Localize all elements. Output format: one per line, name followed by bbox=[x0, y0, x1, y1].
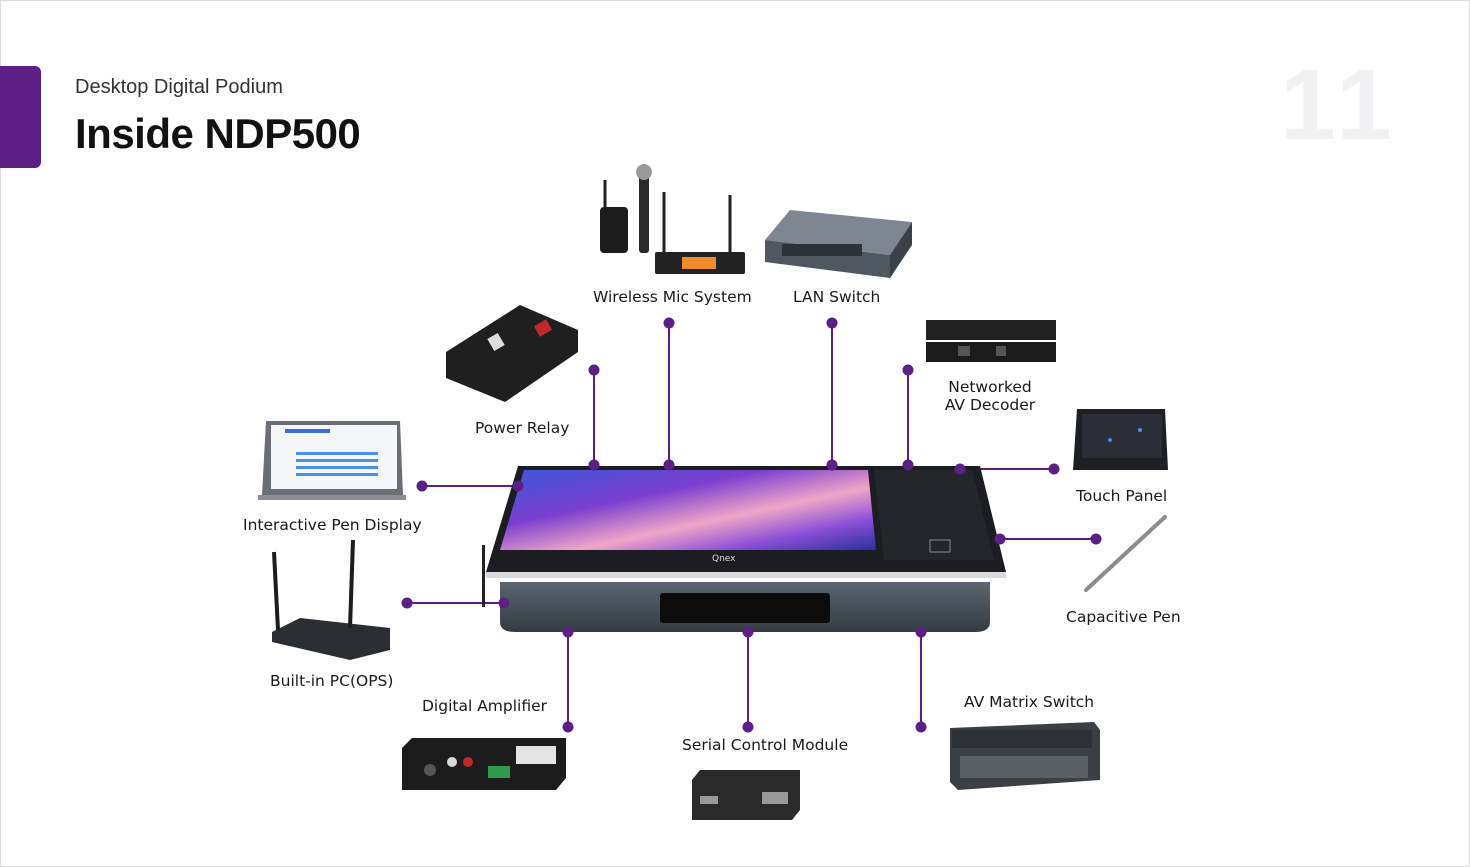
label-digital-amplifier: Digital Amplifier bbox=[422, 697, 548, 715]
label-touch-panel: Touch Panel bbox=[1076, 487, 1168, 505]
podium-base bbox=[482, 545, 990, 632]
label-pen-display: Interactive Pen Display bbox=[243, 516, 422, 534]
label-av-decoder-line2: AV Decoder bbox=[944, 396, 1036, 414]
touch-panel-image bbox=[1073, 409, 1168, 470]
accent-bar bbox=[0, 66, 41, 168]
serial-control-image bbox=[692, 770, 800, 820]
label-av-decoder: Networked AV Decoder bbox=[940, 378, 1040, 414]
label-wireless-mic: Wireless Mic System bbox=[593, 288, 752, 306]
lan-switch-image bbox=[765, 210, 912, 278]
label-power-relay: Power Relay bbox=[475, 419, 570, 437]
label-lan-switch: LAN Switch bbox=[793, 288, 881, 306]
podium-touchscreen bbox=[486, 466, 1006, 578]
pen-display-image bbox=[258, 421, 406, 500]
podium-brand: Qnex bbox=[712, 554, 736, 564]
label-av-matrix: AV Matrix Switch bbox=[964, 693, 1095, 711]
label-capacitive-pen: Capacitive Pen bbox=[1066, 608, 1181, 626]
label-serial-control: Serial Control Module bbox=[682, 736, 849, 754]
slide-title: Inside NDP500 bbox=[75, 110, 361, 157]
connector-lines bbox=[407, 323, 1096, 727]
digital-amplifier-image bbox=[402, 738, 566, 790]
page-number: 11 bbox=[1280, 49, 1398, 161]
label-ops-pc: Built-in PC(OPS) bbox=[270, 672, 394, 690]
label-av-decoder-line1: Networked bbox=[948, 378, 1032, 396]
av-matrix-image bbox=[950, 722, 1100, 790]
power-relay-image bbox=[446, 305, 578, 402]
connector-dots bbox=[401, 317, 1102, 733]
slide-subtitle: Desktop Digital Podium bbox=[75, 76, 283, 98]
wireless-mic-image bbox=[600, 164, 745, 274]
capacitive-pen-image bbox=[1084, 515, 1167, 592]
av-decoder-image bbox=[926, 320, 1056, 362]
ops-pc-image bbox=[272, 539, 390, 660]
